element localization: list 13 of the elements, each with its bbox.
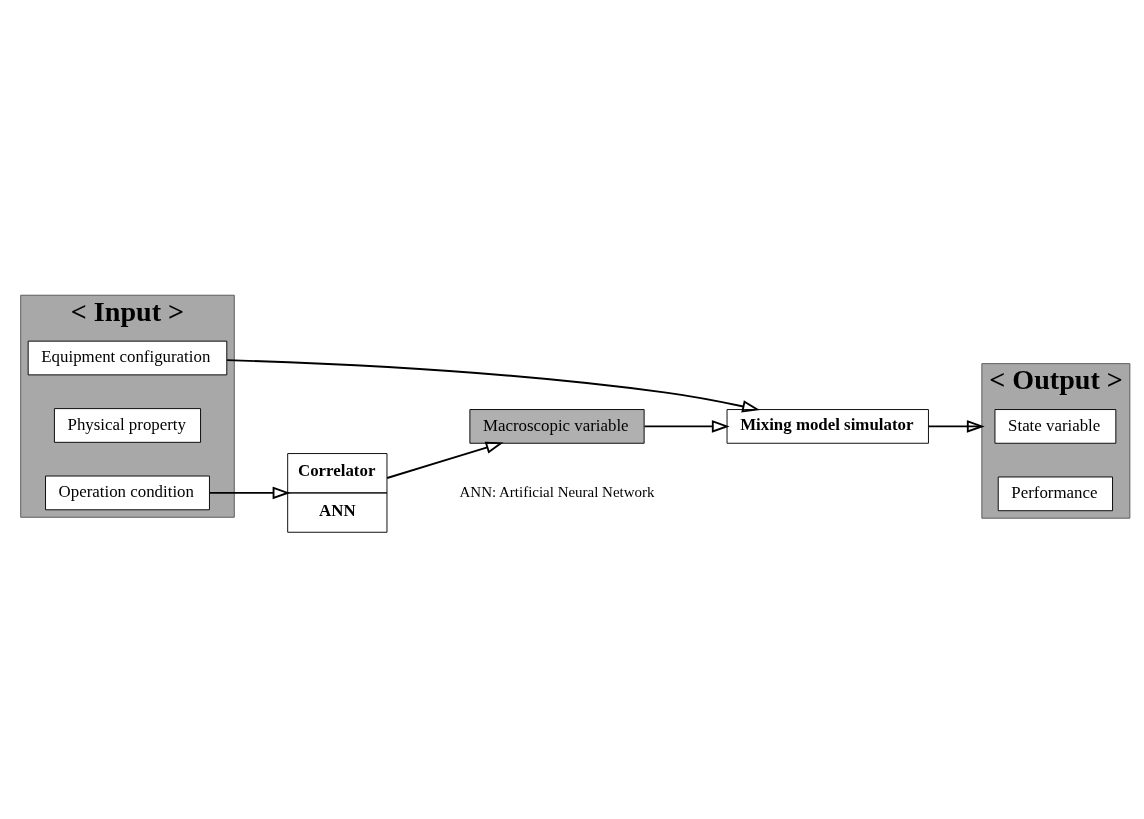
- node-box: Mixing model simulator: [726, 408, 929, 444]
- arrow: [208, 486, 291, 499]
- node-box: Operation condition: [45, 475, 210, 510]
- label: ANN: Artificial Neural Network: [459, 483, 655, 500]
- node-box: Performance: [997, 476, 1113, 511]
- arrow: [226, 358, 760, 412]
- node-box: State variable: [994, 408, 1117, 444]
- node-box: Physical property: [53, 407, 202, 443]
- arrow: [386, 441, 504, 479]
- node-box: Macroscopic variable: [469, 408, 645, 444]
- arrow: [927, 419, 985, 433]
- arrow: [643, 419, 730, 433]
- node-box: Equipment configuration: [27, 340, 228, 375]
